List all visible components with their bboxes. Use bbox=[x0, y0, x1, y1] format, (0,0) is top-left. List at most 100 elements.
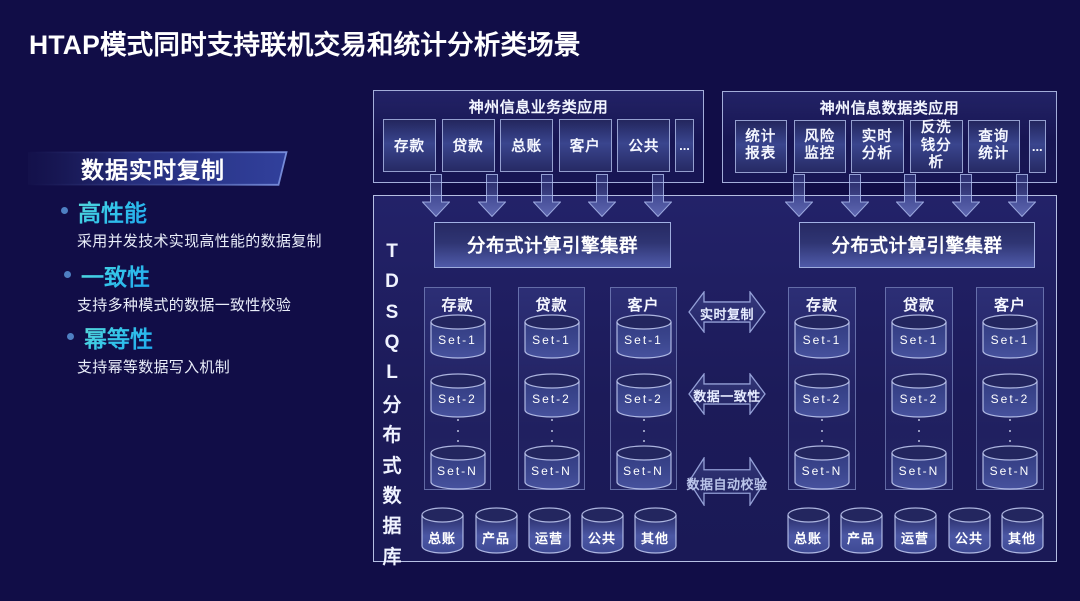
app-box-title: 神州信息业务类应用 bbox=[468, 99, 609, 116]
app-item: 客户 bbox=[558, 119, 612, 172]
engine-cluster-label: 分布式计算引擎集群 bbox=[466, 235, 638, 256]
app-item-label: 客户 bbox=[569, 138, 601, 155]
app-item: 公共 bbox=[617, 119, 671, 172]
tdsql-side-label-char: L bbox=[386, 362, 398, 384]
link-arrow: 数据自动校验 bbox=[686, 455, 768, 508]
down-arrow-icon bbox=[477, 174, 507, 218]
cylinder-svg bbox=[891, 445, 947, 490]
set-cylinder: Set-2 bbox=[615, 373, 672, 418]
tdsql-side-label-char: 数 bbox=[382, 486, 402, 508]
tdsql-side-label-char: 据 bbox=[382, 516, 402, 538]
dot bbox=[918, 429, 920, 432]
double-arrow-svg bbox=[688, 455, 766, 508]
app-item: 反洗钱分析 bbox=[910, 120, 963, 173]
set-cylinder: Set-2 bbox=[982, 373, 1038, 418]
dot bbox=[821, 440, 823, 442]
set-cylinder-label: Set-1 bbox=[438, 333, 477, 347]
set-cylinder: Set-N bbox=[982, 445, 1038, 490]
down-arrow-svg bbox=[643, 174, 673, 218]
app-box-title: 神州信息数据类应用 bbox=[819, 100, 960, 117]
link-arrow-label: 数据自动校验 bbox=[686, 476, 768, 492]
dot bbox=[1009, 440, 1011, 442]
down-arrow-svg bbox=[951, 174, 981, 218]
set-cylinder-label: Set-2 bbox=[624, 392, 663, 406]
ellipsis-dots bbox=[425, 419, 490, 442]
dot bbox=[1009, 429, 1011, 432]
app-item: 存款 bbox=[383, 119, 436, 172]
shard-column-label: 存款 bbox=[441, 297, 474, 314]
set-cylinder: Set-N bbox=[429, 445, 486, 490]
db-cylinder: 运营 bbox=[893, 507, 937, 554]
down-arrow-icon bbox=[421, 174, 451, 218]
cylinder-svg bbox=[794, 314, 850, 359]
cylinder-svg bbox=[891, 314, 947, 359]
app-item-label: ... bbox=[1031, 138, 1043, 154]
dot bbox=[456, 429, 459, 432]
tdsql-side-label-char: Q bbox=[384, 332, 400, 354]
down-arrow-icon bbox=[784, 174, 814, 218]
shard-column-label: 贷款 bbox=[535, 297, 568, 314]
cylinder-svg bbox=[982, 314, 1038, 359]
down-arrow-icon bbox=[1007, 174, 1037, 218]
set-cylinder-label: Set-N bbox=[437, 464, 478, 478]
app-item-more: ... bbox=[675, 119, 694, 172]
ellipsis-dots bbox=[611, 419, 676, 442]
tdsql-side-label-char: D bbox=[385, 271, 399, 293]
app-item-label: 总账 bbox=[511, 138, 543, 155]
ellipsis-dots bbox=[886, 419, 952, 442]
app-item-label: 存款 bbox=[394, 138, 425, 155]
bullet-desc: 支持多种模式的数据一致性校验 bbox=[77, 297, 292, 314]
dot bbox=[1009, 419, 1011, 421]
db-cylinder: 运营 bbox=[527, 507, 571, 554]
db-cylinder: 产品 bbox=[839, 507, 883, 554]
shard-column-label: 客户 bbox=[993, 297, 1026, 314]
set-cylinder-label: Set-N bbox=[623, 464, 664, 478]
dot bbox=[821, 429, 823, 432]
set-cylinder-label: Set-1 bbox=[802, 333, 842, 347]
set-cylinder: Set-2 bbox=[891, 373, 947, 418]
dot bbox=[550, 419, 553, 421]
cylinder-svg bbox=[523, 373, 580, 418]
set-cylinder: Set-2 bbox=[523, 373, 580, 418]
dot bbox=[642, 440, 645, 442]
app-item-label: 查询统计 bbox=[978, 128, 1010, 163]
down-arrow-icon bbox=[840, 174, 870, 218]
left-banner: 数据实时复制 bbox=[27, 151, 279, 185]
down-arrow-icon bbox=[951, 174, 981, 218]
bullet-heading: 一致性 bbox=[81, 258, 150, 292]
dot bbox=[918, 440, 920, 442]
cylinder-svg bbox=[615, 445, 672, 490]
down-arrow-icon bbox=[587, 174, 617, 218]
app-item: 风险监控 bbox=[793, 120, 846, 173]
down-arrow-svg bbox=[784, 174, 814, 218]
cylinder-svg bbox=[794, 445, 850, 490]
bullet-dot bbox=[67, 333, 74, 340]
link-arrow-label: 数据一致性 bbox=[693, 389, 761, 404]
cylinder-svg bbox=[474, 507, 518, 554]
db-cylinder: 其他 bbox=[1000, 507, 1044, 554]
set-cylinder: Set-2 bbox=[429, 373, 486, 418]
down-arrow-icon bbox=[532, 174, 562, 218]
db-cylinder: 产品 bbox=[474, 507, 518, 554]
cylinder-svg bbox=[891, 373, 947, 418]
bullet-heading: 幂等性 bbox=[84, 320, 153, 354]
cylinder-svg bbox=[1000, 507, 1044, 554]
db-cylinder-label: 总账 bbox=[793, 531, 822, 546]
dot bbox=[550, 429, 553, 432]
shard-column-label: 贷款 bbox=[902, 297, 935, 314]
down-arrow-svg bbox=[840, 174, 870, 218]
ellipsis-dots bbox=[789, 419, 855, 442]
cylinder-svg bbox=[615, 314, 672, 359]
set-cylinder: Set-N bbox=[523, 445, 580, 490]
set-cylinder-label: Set-2 bbox=[990, 392, 1030, 406]
dot bbox=[642, 429, 645, 432]
db-cylinder-label: 产品 bbox=[481, 531, 510, 546]
db-cylinder: 总账 bbox=[786, 507, 830, 554]
engine-cluster-label: 分布式计算引擎集群 bbox=[831, 235, 1003, 256]
set-cylinder: Set-N bbox=[794, 445, 850, 490]
set-cylinder-label: Set-2 bbox=[899, 392, 939, 406]
tdsql-side-label-char: 库 bbox=[382, 546, 402, 568]
db-cylinder-label: 总账 bbox=[427, 531, 456, 546]
